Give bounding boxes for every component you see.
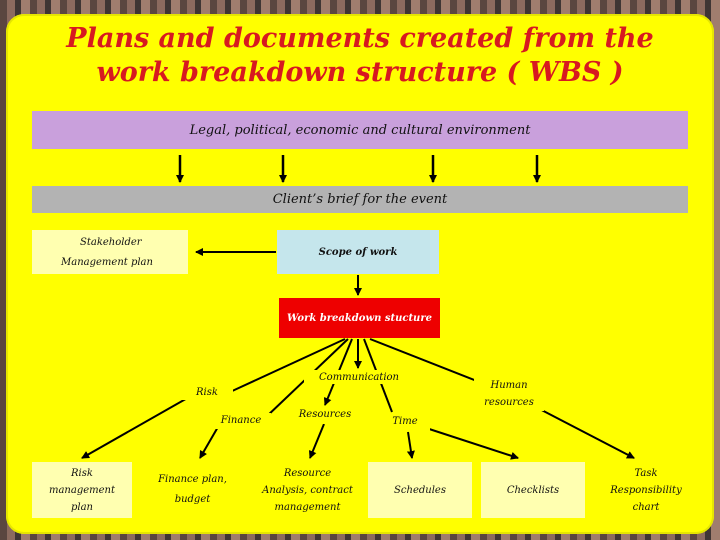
finance-plan-line2: budget — [174, 494, 211, 505]
time-to-schedules — [406, 431, 415, 459]
risk-plan-line2: management — [48, 484, 116, 496]
time-to-checklists — [419, 425, 519, 460]
human-resources-label: Human resources — [474, 377, 544, 411]
task-line2: Responsibility — [610, 484, 682, 496]
task-line3: chart — [632, 501, 660, 513]
scope-of-work-box: Scope of work — [277, 230, 439, 274]
resource-line3: management — [274, 501, 341, 513]
time-label: Time — [380, 414, 430, 431]
stakeholder-label-line2: Management plan — [61, 257, 153, 268]
finance-plan-box: Finance plan, budget — [145, 462, 240, 518]
risk-label: Risk — [181, 385, 233, 400]
risk-plan-line3: plan — [70, 501, 93, 513]
wbs-box: Work breakdown stucture — [279, 298, 440, 338]
stakeholder-plan-box: Stakeholder Management plan — [32, 230, 188, 274]
title-line-1: Plans and documents created from the — [66, 23, 654, 54]
resources-label: Resources — [285, 407, 365, 424]
human-to-task — [529, 403, 635, 459]
task-responsibility-box: Task Responsibility chart — [594, 462, 698, 518]
risk-plan-line1: Risk — [71, 467, 93, 479]
resource-line2: Analysis, contract — [262, 484, 353, 496]
human-label-line2: resources — [484, 397, 534, 408]
client-brief-box: Client’s brief for the event — [32, 186, 688, 213]
environment-box: Legal, political, economic and cultural … — [32, 111, 688, 149]
wbs-to-risk — [229, 338, 346, 393]
resource-analysis-box: Resource Analysis, contract management — [255, 462, 360, 518]
resources-to-resource — [308, 423, 325, 459]
title-line-2: work breakdown structure ( WBS ) — [96, 57, 624, 88]
checklists-box: Checklists — [481, 462, 585, 518]
communication-label: Communication — [304, 370, 414, 384]
risk-management-plan-box: Risk management plan — [32, 462, 132, 518]
human-label-line1: Human — [490, 380, 528, 391]
risk-to-riskplan — [81, 391, 199, 459]
wbs-to-human — [369, 338, 488, 386]
finance-plan-line1: Finance plan, — [158, 474, 227, 485]
finance-label: Finance — [211, 413, 271, 429]
resource-line1: Resource — [283, 467, 332, 479]
schedules-box: Schedules — [368, 462, 472, 518]
diagram-title: Plans and documents created from the wor… — [0, 22, 720, 90]
stakeholder-label-line1: Stakeholder — [80, 237, 142, 248]
task-line1: Task — [634, 467, 658, 479]
slide-background — [6, 14, 714, 534]
